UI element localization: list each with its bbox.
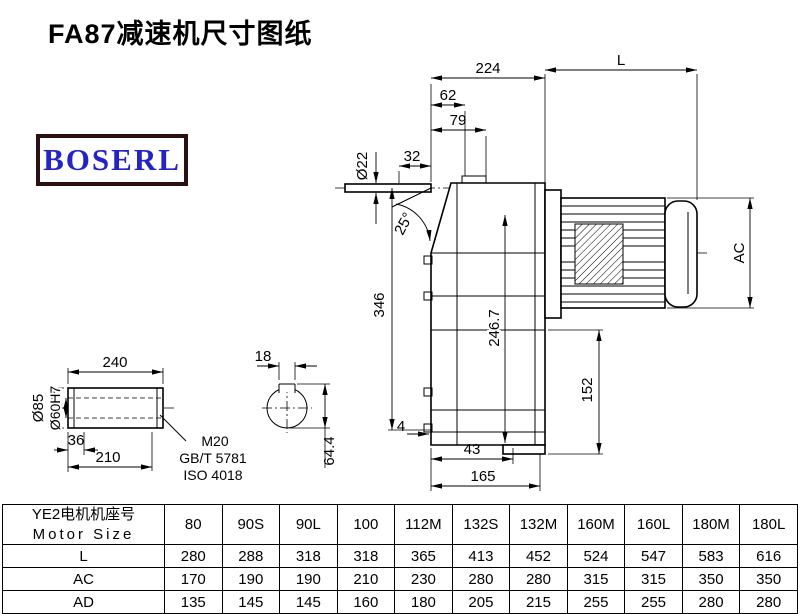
cell: 318 <box>336 544 396 568</box>
motor-size-header-en: Motor Size <box>32 525 135 543</box>
page-title: FA87减速机尺寸图纸 <box>48 19 313 49</box>
cell: 160 <box>336 590 396 614</box>
cell: 280 <box>509 567 568 591</box>
motor-size-table: YE2电机机座号 Motor Size 80 90S 90L 100 112M … <box>2 504 798 614</box>
motor-view <box>544 189 698 319</box>
dim-64-4: 64.4 <box>321 436 338 465</box>
motor-size-header-cell: YE2电机机座号 Motor Size <box>2 504 165 545</box>
dim-bore-diameter: Ø60H7 <box>47 386 63 431</box>
dim-L: L <box>617 52 625 69</box>
dim-outer-diameter: Ø85 <box>30 394 47 422</box>
cell: 315 <box>624 567 683 591</box>
dim-angle-25: 25° <box>391 210 417 238</box>
cell: 145 <box>279 590 338 614</box>
cell: 350 <box>681 567 741 591</box>
frame-size-col: 180M <box>681 504 741 545</box>
cell: 318 <box>279 544 338 568</box>
frame-size-col: 160M <box>566 504 626 545</box>
cell: 280 <box>164 544 223 568</box>
frame-size-col: 180L <box>739 504 798 545</box>
cell: 547 <box>624 544 683 568</box>
table-row-L: L 280 288 318 318 365 413 452 524 547 58… <box>2 544 798 568</box>
bore-section-view: 18 64.4 <box>255 348 338 468</box>
cell: 288 <box>221 544 281 568</box>
cell: 145 <box>221 590 281 614</box>
row-label: L <box>2 544 165 568</box>
dim-240: 240 <box>102 354 127 371</box>
dim-shaft-diameter: Ø22 <box>354 152 371 180</box>
cell: 350 <box>739 567 798 591</box>
dim-165: 165 <box>470 468 495 485</box>
dim-152: 152 <box>579 377 596 402</box>
cell: 616 <box>739 544 798 568</box>
dim-224: 224 <box>475 60 500 77</box>
dim-4: 4 <box>397 418 405 435</box>
boserl-logo-text: BOSERL <box>43 142 181 177</box>
frame-size-col: 112M <box>394 504 453 545</box>
cell: 365 <box>394 544 453 568</box>
cell: 215 <box>509 590 568 614</box>
boserl-logo: BOSERL <box>36 134 188 186</box>
dim-210: 210 <box>95 449 120 466</box>
cell: 170 <box>164 567 223 591</box>
motor-size-header-zh: YE2电机机座号 <box>31 506 136 523</box>
cell: 180 <box>394 590 453 614</box>
table-row-AC: AC 170 190 190 210 230 280 280 315 315 3… <box>2 567 798 591</box>
dim-36: 36 <box>68 432 85 449</box>
table-header-row: YE2电机机座号 Motor Size 80 90S 90L 100 112M … <box>2 504 798 545</box>
cell: 583 <box>681 544 741 568</box>
row-label: AC <box>2 567 165 591</box>
dim-246-7: 246.7 <box>486 309 503 347</box>
frame-size-col: 132M <box>509 504 568 545</box>
technical-drawing: 224 L 62 79 32 Ø22 25° 346 246.7 AC 152 … <box>30 52 754 491</box>
dim-346: 346 <box>371 292 388 317</box>
cell: 413 <box>451 544 511 568</box>
standard-iso-label: ISO 4018 <box>183 467 242 483</box>
dim-79: 79 <box>450 112 467 129</box>
table-row-AD: AD 135 145 145 160 180 205 215 255 255 2… <box>2 590 798 614</box>
motor-winding-hatch <box>574 223 624 285</box>
cell: 255 <box>624 590 683 614</box>
cell: 280 <box>451 567 511 591</box>
frame-size-col: 90L <box>279 504 338 545</box>
cell: 255 <box>566 590 626 614</box>
frame-size-col: 160L <box>624 504 683 545</box>
shaft-detail-view: 240 36 210 Ø85 Ø60H7 M20 GB/T 5781 ISO 4… <box>30 354 247 483</box>
cell: 280 <box>739 590 798 614</box>
dim-18: 18 <box>255 348 272 365</box>
standard-gb-label: GB/T 5781 <box>179 450 247 466</box>
dim-43: 43 <box>464 441 481 458</box>
cell: 205 <box>451 590 511 614</box>
frame-size-col: 100 <box>336 504 396 545</box>
thread-label: M20 <box>201 433 228 449</box>
row-label: AD <box>2 590 165 614</box>
cell: 230 <box>394 567 453 591</box>
cell: 452 <box>509 544 568 568</box>
dim-32: 32 <box>404 148 421 165</box>
cell: 210 <box>336 567 396 591</box>
cell: 190 <box>221 567 281 591</box>
frame-size-col: 132S <box>451 504 511 545</box>
main-view-dimensions: 224 L 62 79 32 Ø22 25° 346 246.7 AC 152 … <box>354 52 754 491</box>
dim-62: 62 <box>440 87 457 104</box>
dim-AC: AC <box>731 242 748 263</box>
cell: 280 <box>681 590 741 614</box>
cell: 524 <box>566 544 626 568</box>
cell: 190 <box>279 567 338 591</box>
cell: 315 <box>566 567 626 591</box>
frame-size-col: 80 <box>164 504 223 545</box>
frame-size-col: 90S <box>221 504 281 545</box>
cell: 135 <box>164 590 223 614</box>
